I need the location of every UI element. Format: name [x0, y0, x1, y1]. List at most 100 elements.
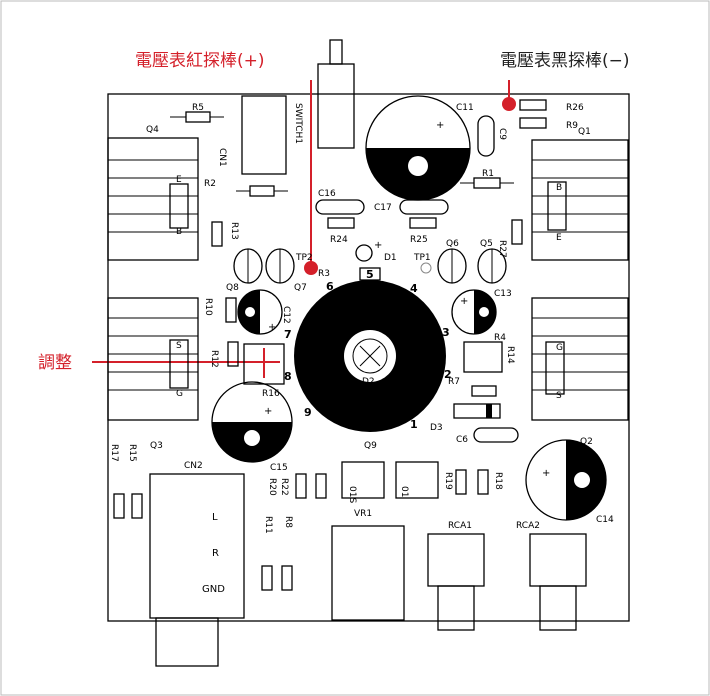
- d3-band: [486, 404, 492, 418]
- cn2-connector: [149, 473, 245, 619]
- c11-capacitor: [365, 95, 471, 201]
- switch-body: [317, 63, 355, 149]
- q4-b-pin: B: [176, 227, 182, 237]
- r14-label: R14: [505, 346, 515, 364]
- c13-plus: +: [460, 296, 468, 307]
- cn2-plug: [155, 617, 219, 667]
- r4-label: R4: [494, 333, 506, 343]
- vr1-label: VR1: [354, 509, 372, 519]
- q2-block: [531, 297, 629, 421]
- vr1-shaft-housing: [331, 525, 405, 621]
- c6-label: C6: [456, 435, 468, 445]
- q7-label: Q7: [294, 283, 307, 293]
- r1-label: R1: [482, 169, 494, 179]
- r20-label: R20: [267, 478, 277, 496]
- cn2-r-label: R: [212, 548, 219, 559]
- c14-plus: +: [542, 468, 550, 479]
- pin8-label: 8: [284, 370, 292, 383]
- cn1-connector: [241, 95, 287, 175]
- pin5-label: 5: [366, 268, 374, 281]
- r3-body: [249, 185, 275, 197]
- r3-label: R3: [318, 269, 330, 279]
- r12-label: R12: [209, 350, 219, 368]
- r13-label: R13: [229, 222, 239, 240]
- r1-body: [473, 177, 501, 189]
- q3-s-pin: S: [176, 341, 182, 351]
- d1-label: D1: [384, 253, 397, 263]
- r18-label: R18: [493, 472, 503, 490]
- vr1-left-pot: [341, 461, 385, 499]
- cn2-label: CN2: [184, 461, 203, 471]
- c11-plus: +: [436, 120, 444, 131]
- q4-block: [107, 137, 199, 261]
- r22-label: R22: [279, 478, 289, 496]
- c17-label: C17: [374, 203, 392, 213]
- r24-body: [327, 217, 355, 229]
- r19-body: [455, 469, 467, 495]
- q3-label: Q3: [150, 441, 163, 451]
- d1-plus: +: [374, 240, 382, 251]
- r25-body: [409, 217, 437, 229]
- r7-body: [471, 385, 497, 397]
- d1-diode: [355, 244, 373, 262]
- c15-body: [295, 473, 307, 499]
- pin2-label: 2: [444, 368, 452, 381]
- r10-body: [225, 297, 237, 323]
- r8-body: [281, 565, 293, 591]
- c9-capacitor: [477, 115, 495, 157]
- c12-label: C12: [281, 306, 291, 324]
- pin5-pad: [359, 267, 381, 281]
- q2-s-pin: S: [556, 391, 562, 401]
- q1-label: Q1: [578, 127, 591, 137]
- r10-label: R10: [203, 298, 213, 316]
- c6-capacitor: [473, 427, 519, 443]
- pin4-label: 4: [410, 282, 418, 295]
- r12-body: [227, 341, 239, 367]
- q2-label: Q2: [580, 437, 593, 447]
- switch-label: SWITCH1: [293, 103, 303, 144]
- r8-label: R8: [283, 516, 293, 528]
- rca2-plug: [539, 585, 577, 631]
- vr1-small-right: 01: [399, 486, 409, 497]
- r19-label: R19: [443, 472, 453, 490]
- c12-plus: +: [268, 322, 276, 333]
- r24-label: R24: [330, 235, 348, 245]
- r27-body: [511, 219, 523, 245]
- pin6-label: 6: [326, 280, 334, 293]
- tp1-point: [420, 262, 432, 274]
- c11-label: C11: [456, 103, 474, 113]
- pin9-label: 9: [304, 406, 312, 419]
- rca1-plug: [437, 585, 475, 631]
- c13-capacitor: [451, 289, 497, 335]
- r17-body: [113, 493, 125, 519]
- q8-label: Q8: [226, 283, 239, 293]
- q6-q5-pair: [437, 248, 507, 284]
- r11-body: [261, 565, 273, 591]
- r18-body: [477, 469, 489, 495]
- cn1-label: CN1: [217, 148, 227, 167]
- pin1-label: 1: [410, 418, 418, 431]
- q2-g-pin: G: [556, 343, 563, 353]
- left-electrolytic: [211, 381, 293, 463]
- r15-label: R15: [127, 444, 137, 462]
- rca2-label: RCA2: [516, 521, 540, 531]
- rca2-body: [529, 533, 587, 587]
- q3-g-pin: G: [176, 389, 183, 399]
- r13-body: [211, 221, 223, 247]
- r14-box: [463, 341, 503, 373]
- d3-diode: [453, 403, 501, 419]
- pin3-label: 3: [442, 326, 450, 339]
- pin7-label: 7: [284, 328, 292, 341]
- vr1-right-pot: [395, 461, 439, 499]
- rca1-body: [427, 533, 485, 587]
- q5-label: Q5: [480, 239, 493, 249]
- vr1-small-left: 01S: [347, 486, 357, 503]
- q3-block: [107, 297, 199, 421]
- d2-label: D2: [362, 377, 375, 387]
- r17-label: R17: [109, 444, 119, 462]
- q9-toroid: [294, 280, 446, 432]
- c9-label: C9: [497, 128, 507, 140]
- r26-body: [519, 99, 547, 111]
